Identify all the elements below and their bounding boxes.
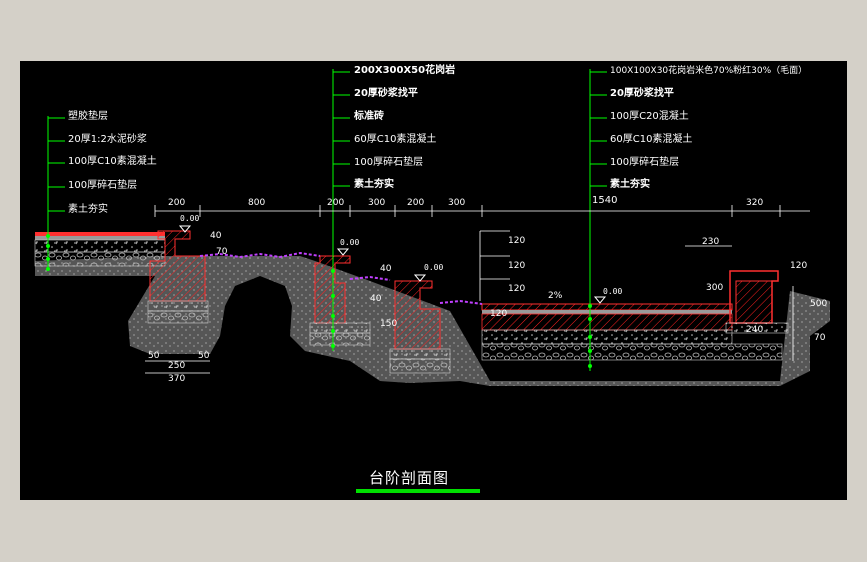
callout-left-4: 100厚碎石垫层 [68,180,138,191]
callout-left-5: 素土夯实 [68,204,108,215]
leader-lines [47,69,607,371]
dim-top-7: 1540 [592,195,618,206]
dim-right-3: 240 [746,325,764,335]
dim-small-3: 2% [548,291,563,301]
callout-left-2: 20厚1:2水泥砂浆 [68,134,147,145]
grass-line [199,251,321,259]
dim-top-1: 200 [168,198,186,208]
left-rubber-layer [35,232,165,236]
level-label-2: 0.00 [340,238,360,247]
drawing-title: 台阶剖面图 [369,469,450,487]
dim-left-1: 50 [148,351,160,361]
dim-right-4: 120 [790,261,808,271]
dim-top-6: 300 [448,198,466,208]
callout-right-6: 素土夯实 [610,179,650,190]
callout-mid-4: 60厚C10素混凝土 [354,134,437,145]
callout-left-1: 塑胶垫层 [68,111,108,122]
drawing-canvas[interactable]: 塑胶垫层 20厚1:2水泥砂浆 100厚C10素混凝土 100厚碎石垫层 素土夯… [20,61,847,500]
section-drawing [34,69,830,386]
callout-right-5: 100厚碎石垫层 [610,157,680,168]
callout-mid-3: 标准砖 [354,111,384,122]
title-underline [356,489,480,493]
dim-right-1: 230 [702,237,720,247]
dimension-lines [145,205,810,374]
dim-top-5: 200 [407,198,425,208]
dim-left-4: 50 [198,351,210,361]
dim-vert-5: 150 [380,319,398,329]
dim-top-3: 200 [327,198,345,208]
callout-mid-1: 200X300X50花岗岩 [354,65,456,76]
dim-vert-6: 40 [370,294,382,304]
dim-right-6: 500 [810,299,828,309]
callout-right-1: 100X100X30花岗岩米色70%粉红30%（毛面） [610,66,808,76]
level-label-3: 0.00 [424,263,444,272]
callout-right-2: 20厚砂浆找平 [610,88,674,99]
dim-vert-3: 120 [508,284,526,294]
callout-mid-5: 100厚碎石垫层 [354,157,424,168]
callout-mid-2: 20厚砂浆找平 [354,88,418,99]
dim-vert-1: 120 [508,236,526,246]
callout-left-3: 100厚C10素混凝土 [68,156,157,167]
dim-small-1: 40 [210,231,222,241]
dim-left-2: 250 [168,361,186,371]
middle-step-2 [394,280,441,350]
dim-top-2: 800 [248,198,266,208]
dim-right-2: 300 [706,283,724,293]
dim-small-4: 120 [490,309,508,319]
right-granite-layer [481,303,733,311]
dim-vert-2: 120 [508,261,526,271]
level-label-4: 0.00 [603,287,623,296]
callout-mid-6: 素土夯实 [354,179,394,190]
callout-right-3: 100厚C20混凝土 [610,111,689,122]
dim-top-8: 320 [746,198,764,208]
dim-small-2: 70 [216,247,228,257]
dim-top-4: 300 [368,198,386,208]
leader-dots [46,234,592,368]
dim-right-5: 70 [814,333,826,343]
dim-vert-4: 40 [380,264,392,274]
dim-left-3: 370 [168,374,186,384]
callout-right-4: 60厚C10素混凝土 [610,134,693,145]
level-markers [178,225,607,304]
level-label-1: 0.00 [180,214,200,223]
